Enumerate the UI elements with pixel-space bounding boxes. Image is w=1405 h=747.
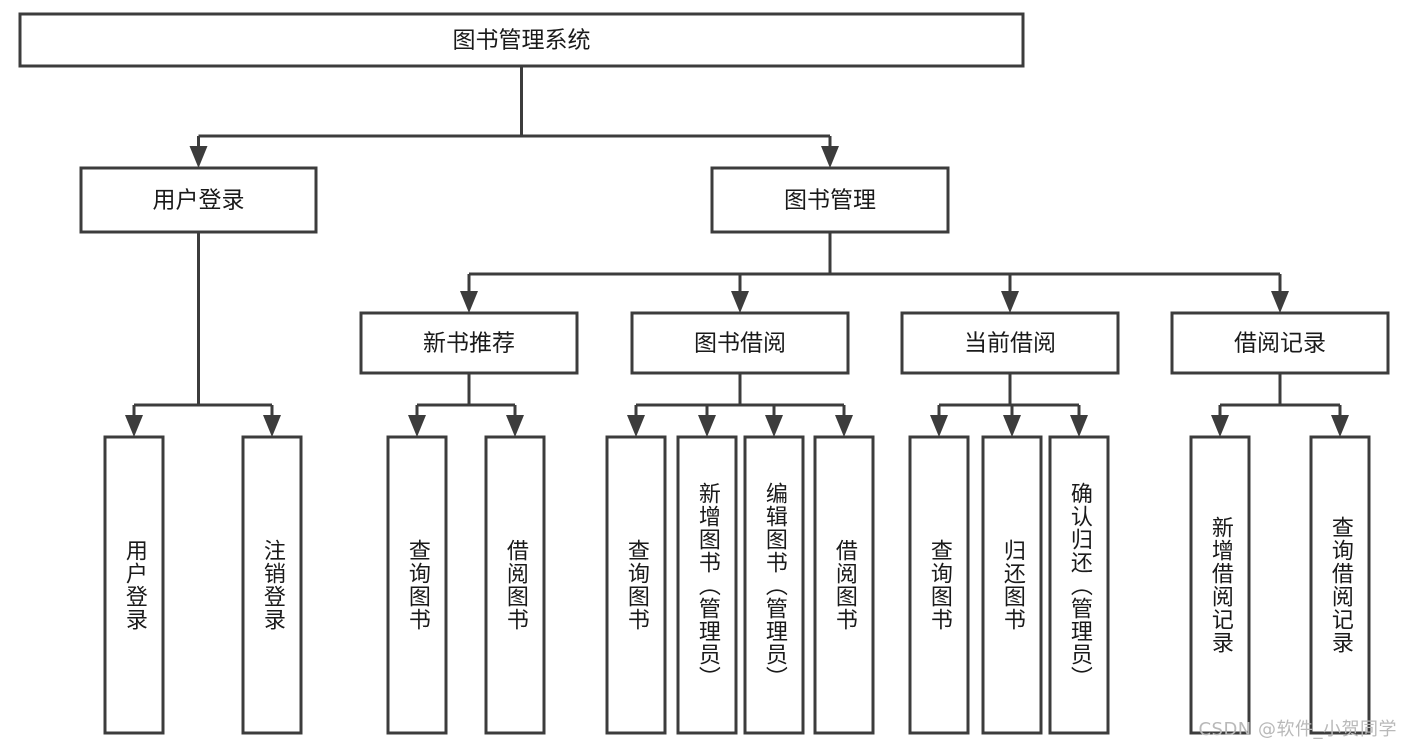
arrowhead-current-borrow xyxy=(1001,291,1019,313)
arrowhead-leaf-add-book xyxy=(698,415,716,437)
arrowhead-leaf-edit-book xyxy=(765,415,783,437)
node-leaf-query-book-rec[interactable] xyxy=(386,435,448,735)
node-label: 图书管理 xyxy=(784,188,876,214)
node-user-login[interactable]: 用户登录 xyxy=(79,166,318,234)
node-label: 图书借阅 xyxy=(694,331,786,357)
node-leaf-query-book-bor[interactable] xyxy=(605,435,667,735)
arrowhead-leaf-query-record xyxy=(1331,415,1349,437)
node-leaf-query-record[interactable] xyxy=(1309,435,1371,735)
node-leaf-confirm-return[interactable] xyxy=(1048,435,1110,735)
node-leaf-return-book[interactable] xyxy=(981,435,1043,735)
arrowhead-leaf-confirm-return xyxy=(1070,415,1088,437)
node-borrow-record[interactable]: 借阅记录 xyxy=(1170,311,1390,375)
node-leaf-borrow-book-bor[interactable] xyxy=(813,435,875,735)
node-label: 当前借阅 xyxy=(964,331,1056,357)
arrowhead-leaf-query-book-bor xyxy=(627,415,645,437)
node-label: 借阅记录 xyxy=(1234,331,1326,357)
arrowhead-leaf-user-login xyxy=(125,415,143,437)
arrowhead-leaf-query-book-cur xyxy=(930,415,948,437)
arrowhead-leaf-logout xyxy=(263,415,281,437)
node-new-book-rec[interactable]: 新书推荐 xyxy=(359,311,579,375)
arrowhead-new-book-rec xyxy=(460,291,478,313)
arrowhead-book-borrow xyxy=(731,291,749,313)
node-label: 图书管理系统 xyxy=(453,28,591,54)
arrowhead-leaf-add-record xyxy=(1211,415,1229,437)
node-leaf-edit-book[interactable] xyxy=(743,435,805,735)
node-leaf-logout[interactable] xyxy=(241,435,303,735)
node-leaf-query-book-cur[interactable] xyxy=(908,435,970,735)
arrowhead-borrow-record xyxy=(1271,291,1289,313)
node-root[interactable]: 图书管理系统 xyxy=(18,12,1025,68)
node-label: 用户登录 xyxy=(153,188,245,214)
node-current-borrow[interactable]: 当前借阅 xyxy=(900,311,1120,375)
arrowhead-book-manage xyxy=(821,146,839,168)
connector-layer xyxy=(125,66,1349,437)
node-leaf-add-record[interactable] xyxy=(1189,435,1251,735)
arrowhead-user-login xyxy=(189,146,208,168)
arrowhead-leaf-borrow-book-bor xyxy=(835,415,853,437)
node-label: 新书推荐 xyxy=(423,331,515,357)
node-book-manage[interactable]: 图书管理 xyxy=(710,166,950,234)
arrowhead-leaf-return-book xyxy=(1003,415,1021,437)
arrowhead-leaf-query-book-rec xyxy=(408,415,426,437)
node-leaf-borrow-book-rec[interactable] xyxy=(484,435,546,735)
node-book-borrow[interactable]: 图书借阅 xyxy=(630,311,850,375)
watermark: CSDN @软件_小贺同学 xyxy=(1198,719,1397,740)
node-leaf-add-book[interactable] xyxy=(676,435,738,735)
arrowhead-leaf-borrow-book-rec xyxy=(506,415,524,437)
node-leaf-user-login[interactable] xyxy=(103,435,165,735)
